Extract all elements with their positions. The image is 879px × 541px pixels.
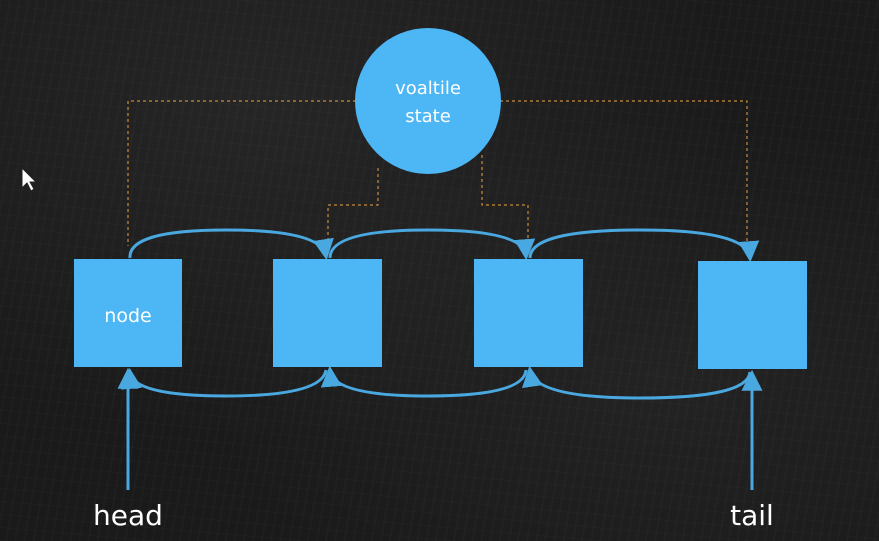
state-link-node-4 <box>500 100 748 248</box>
node-box <box>474 259 583 367</box>
prev-link-3 <box>522 365 752 400</box>
head-label: head <box>93 499 163 532</box>
pointer-arrows <box>117 367 763 490</box>
state-label-line2: state <box>405 106 451 127</box>
mouse-pointer-icon <box>21 166 38 192</box>
next-link-2 <box>328 228 536 261</box>
next-link-3 <box>528 228 760 263</box>
node-box <box>698 261 807 369</box>
volatile-state: voaltile state <box>355 28 501 174</box>
state-link-node-2 <box>327 168 379 248</box>
next-link-1 <box>128 228 334 261</box>
node-box <box>273 259 382 367</box>
prev-link-2 <box>320 365 528 398</box>
node-4 <box>698 261 807 369</box>
state-link-node-1 <box>127 100 356 246</box>
tail-label: tail <box>730 499 774 532</box>
node-2 <box>273 259 382 367</box>
state-circle <box>355 28 501 174</box>
node-box <box>74 259 182 367</box>
state-link-node-3 <box>481 155 529 248</box>
prev-link-1 <box>120 367 328 398</box>
node-3 <box>474 259 583 367</box>
node-1: node <box>74 259 182 367</box>
node-label: node <box>104 305 151 327</box>
state-connections <box>127 100 748 248</box>
next-links <box>128 228 760 263</box>
state-label-line1: voaltile <box>395 78 461 99</box>
prev-links <box>120 365 752 400</box>
